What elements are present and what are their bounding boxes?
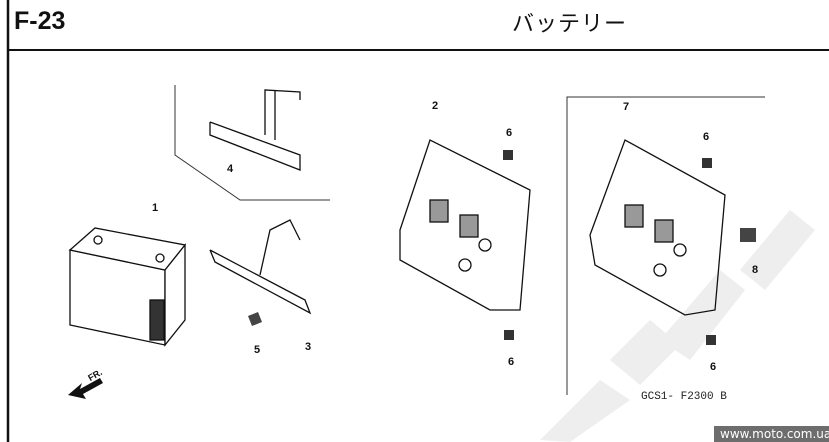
page-code: F-23 [14,7,66,35]
part-label-2: 2 [432,100,439,112]
front-arrow-icon [68,378,103,399]
part-label-6: 6 [703,131,710,143]
page-title: バッテリー [512,12,628,37]
part-label-6: 6 [506,127,513,139]
tray-right-drawing [589,139,726,316]
bracket-lower-drawing [209,219,312,315]
part-label-1: 1 [152,202,159,214]
part-label-3: 3 [305,341,312,353]
nut-drawing [248,312,262,326]
part-label-6: 6 [508,356,515,368]
part-label-4: 4 [227,163,234,175]
tray-left-drawing [399,139,531,311]
part-label-7: 7 [623,101,630,113]
group-box-right [566,96,765,395]
site-link[interactable]: www.moto.com.ua [714,426,829,442]
part-label-5: 5 [254,344,261,356]
part-label-6: 6 [710,361,717,373]
watermark [540,210,815,442]
bracket-upper-drawing [209,89,301,171]
group-box-part4 [174,85,330,201]
diagram-code: GCS1- F2300 B [641,391,727,403]
bolt-drawing [503,150,716,345]
part-label-8: 8 [752,264,759,276]
battery-drawing [68,227,187,347]
connector-drawing [740,228,756,242]
